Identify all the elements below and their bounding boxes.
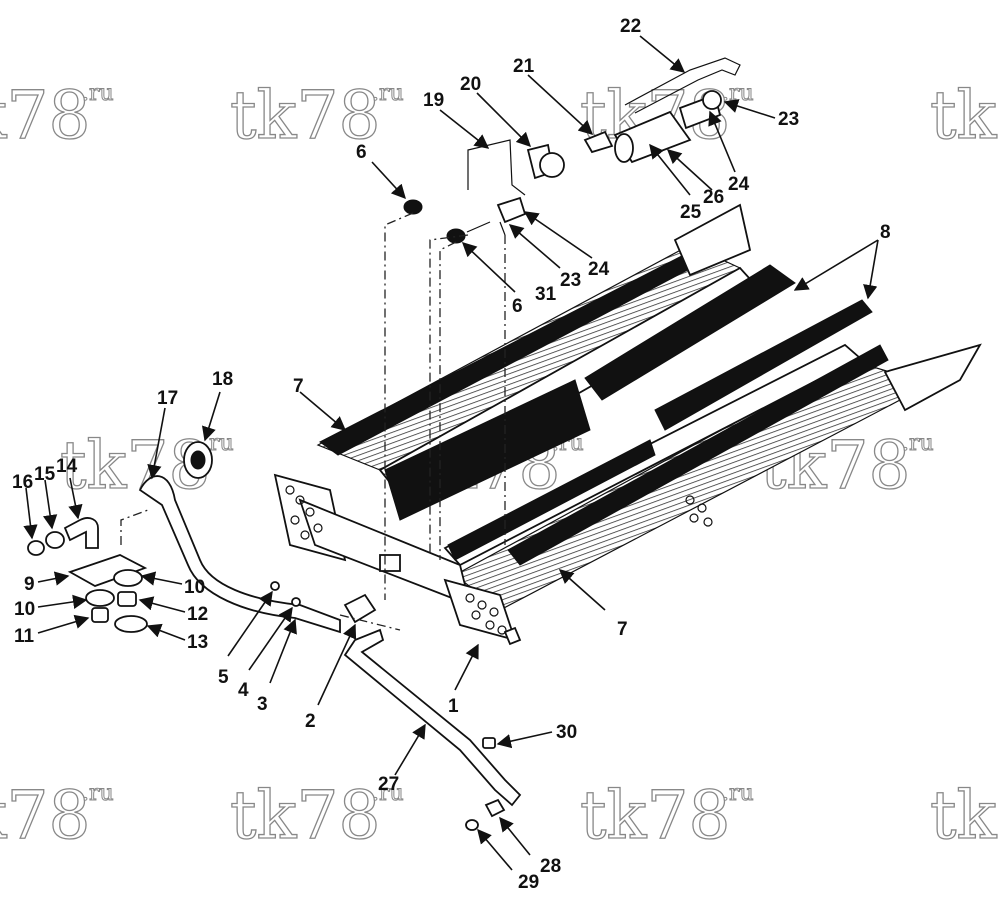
tee-fitting-24	[496, 196, 527, 224]
callout-label: 22	[620, 16, 641, 37]
callout-label: 11	[14, 626, 35, 647]
callout-label: 24	[588, 259, 610, 280]
callout-label: 15	[34, 464, 56, 485]
tube-22	[624, 57, 741, 114]
callout-label: 24	[728, 174, 750, 195]
callout-label: 27	[378, 774, 399, 795]
watermark-text: tk78	[230, 777, 381, 854]
callout-label: 5	[218, 667, 229, 688]
watermark-suffix: .ru	[902, 431, 934, 456]
callout-label: 7	[617, 619, 628, 640]
leader-lines	[23, 35, 879, 871]
watermark-text: tk78	[930, 777, 1000, 854]
callout-label: 14	[56, 456, 78, 477]
pin-31	[466, 221, 491, 233]
valve-group	[403, 57, 741, 244]
grommet-6-upper	[403, 199, 423, 215]
bushing-11	[91, 607, 109, 623]
callout-label: 3	[257, 694, 268, 715]
gasket-plate-9	[67, 554, 148, 587]
cap-30	[482, 737, 496, 749]
callout-label: 9	[24, 574, 35, 595]
callout-label: 19	[423, 90, 444, 111]
hose-end-18-bore	[190, 450, 206, 470]
tube-23-lower	[499, 221, 506, 236]
nut-16	[27, 540, 45, 556]
lower-filter-pad	[507, 344, 889, 566]
tube-bends	[285, 485, 713, 635]
nut-28	[484, 798, 506, 818]
callout-label: 4	[238, 680, 249, 701]
callout-labels: 1 2 3 4 5 6 6 7 7 8 9 10 10 11 12 13 14 …	[12, 16, 891, 893]
callout-label: 23	[560, 270, 581, 291]
watermark-suffix: .ru	[372, 81, 404, 106]
callout-label: 2	[305, 711, 316, 732]
callout-label: 25	[680, 202, 702, 223]
washer-15	[45, 531, 65, 549]
bracket-1	[503, 626, 522, 646]
watermark-text: tk78	[0, 77, 91, 154]
callout-label: 31	[535, 284, 557, 305]
callout-label: 21	[513, 56, 535, 77]
callout-label: 6	[356, 142, 367, 163]
callout-label: 8	[880, 222, 891, 243]
callout-label: 12	[187, 604, 208, 625]
callout-label: 10	[14, 599, 35, 620]
watermark-text: tk78	[230, 77, 381, 154]
callout-label: 7	[293, 376, 304, 397]
bottom-hardware	[465, 626, 522, 831]
grommet-10b	[113, 569, 143, 587]
watermark-layer: tk78.rutk78.rutk78.rutk78.rutk78.rutk78.…	[0, 76, 1000, 854]
alignment-lines	[120, 212, 506, 631]
elbow-14	[63, 517, 99, 549]
callout-label: 16	[12, 472, 33, 493]
capillary-19	[467, 139, 526, 196]
watermark-text: tk78	[580, 777, 731, 854]
grommet-10a	[85, 589, 115, 607]
clamp-5	[270, 581, 280, 591]
flange-13	[114, 615, 148, 633]
callout-label: 6	[512, 296, 523, 317]
coil-assembly	[273, 203, 982, 642]
hose-17	[138, 475, 341, 634]
callout-label: 10	[184, 577, 205, 598]
watermark-text: tk78	[0, 777, 91, 854]
rear-end-plate	[673, 203, 752, 277]
drier-end-cap	[614, 133, 634, 163]
callout-label: 23	[778, 109, 799, 130]
filter-pad-8-lower	[654, 299, 873, 431]
distributor-fitting	[379, 554, 401, 572]
callout-label: 30	[556, 722, 577, 743]
tube-27	[343, 628, 522, 807]
center-dark-panel	[384, 379, 591, 521]
watermark-suffix: .ru	[372, 781, 404, 806]
callout-label: 13	[187, 632, 208, 653]
callout-label: 17	[157, 388, 178, 409]
lower-left-dark-strip	[447, 439, 656, 561]
callout-label: 20	[460, 74, 481, 95]
callout-label: 1	[448, 696, 459, 717]
watermark-suffix: .ru	[82, 781, 114, 806]
callout-label: 29	[518, 872, 539, 893]
strainer-21	[583, 130, 614, 154]
callout-label: 18	[212, 369, 233, 390]
watermark-suffix: .ru	[82, 81, 114, 106]
sensing-bulb-20	[539, 152, 565, 178]
callout-label: 26	[703, 187, 724, 208]
washer-29	[465, 819, 479, 831]
connector-2	[343, 593, 377, 624]
watermark-text: tk78	[930, 77, 1000, 154]
clamp-4	[291, 597, 301, 607]
watermark-suffix: .ru	[722, 781, 754, 806]
fitting-23-upper	[702, 90, 722, 110]
callout-label: 28	[540, 856, 561, 877]
drain-hoses	[63, 441, 522, 807]
bushing-12	[117, 591, 137, 607]
right-end-flap	[883, 343, 982, 412]
